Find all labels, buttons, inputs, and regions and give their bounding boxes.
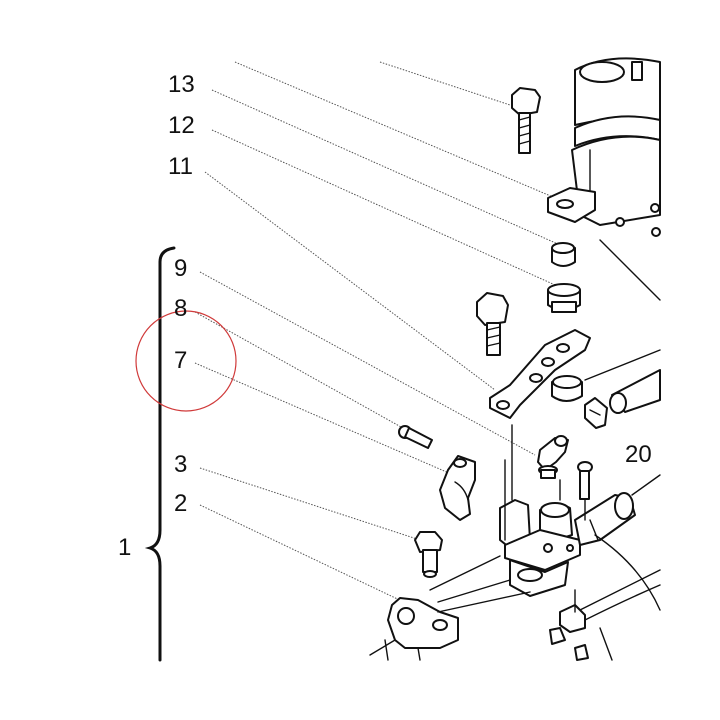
callout-8: 8 xyxy=(174,295,187,322)
screw-8 xyxy=(398,425,433,449)
leader-12 xyxy=(211,129,556,286)
leader-11 xyxy=(204,171,496,391)
bracket-brace xyxy=(144,246,176,662)
lower-fittings xyxy=(549,589,589,661)
clamp-7 xyxy=(439,455,476,521)
callout-11: 11 xyxy=(168,153,193,180)
cable xyxy=(579,534,661,661)
callout-12: 12 xyxy=(168,112,195,139)
callout-13: 13 xyxy=(168,71,195,98)
connector-lines xyxy=(429,424,586,613)
leader-top-a xyxy=(234,61,561,201)
callout-20: 20 xyxy=(625,441,652,468)
callout-1: 1 xyxy=(118,534,131,561)
highlight-circle xyxy=(135,310,237,412)
top-bolt xyxy=(511,87,541,154)
callout-3: 3 xyxy=(174,451,187,478)
leader-7 xyxy=(194,362,466,481)
callout-7: 7 xyxy=(174,347,187,374)
pipe-right xyxy=(584,349,661,414)
lever-plate xyxy=(489,329,591,419)
leader-lines xyxy=(194,61,561,606)
elbow-fitting xyxy=(537,435,569,479)
lower-bushing xyxy=(551,375,583,402)
leader-3 xyxy=(199,467,421,541)
bushing-12 xyxy=(547,283,581,313)
leader-2 xyxy=(199,504,411,606)
leader-top-b xyxy=(379,61,511,106)
main-housing xyxy=(499,499,581,597)
base-plate xyxy=(369,597,459,661)
top-bracket-plate xyxy=(547,187,596,223)
assembly-bracket xyxy=(144,246,176,662)
leader-13 xyxy=(211,89,561,246)
bushing-13 xyxy=(551,242,576,267)
leader-9 xyxy=(199,271,536,456)
bolt-3 xyxy=(414,531,443,578)
push-rod xyxy=(574,474,661,546)
callout-labels: 13 12 11 9 8 7 3 2 1 20 xyxy=(118,71,652,561)
bolt-11 xyxy=(476,292,509,356)
clip-20 xyxy=(584,397,608,429)
master-cylinder xyxy=(571,57,661,301)
callout-2: 2 xyxy=(174,490,187,517)
small-bolt-right xyxy=(577,461,593,500)
leader-8 xyxy=(194,311,411,433)
callout-9: 9 xyxy=(174,255,187,282)
